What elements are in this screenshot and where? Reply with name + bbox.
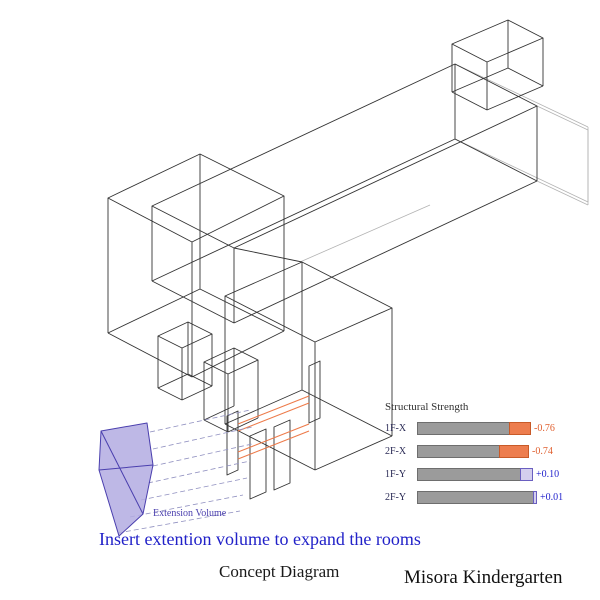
- chart-row-bar: [417, 468, 533, 481]
- building-wireframe: [107, 19, 544, 500]
- chart-row-value: +0.01: [540, 492, 564, 503]
- bar-base-segment: [417, 491, 533, 504]
- chart-row-bar: [417, 491, 537, 504]
- projection-lines: [117, 409, 253, 534]
- bar-delta-segment: [520, 468, 533, 481]
- ghost-outline: [299, 63, 589, 263]
- caption-text: Insert extention volume to expand the ro…: [99, 529, 421, 549]
- diagram-title: Concept Diagram: [219, 562, 340, 581]
- chart-row-value: -0.74: [532, 446, 553, 457]
- bar-base-segment: [417, 468, 520, 481]
- chart-row-label: 2F-X: [385, 446, 407, 457]
- chart-row-label: 1F-X: [385, 423, 407, 434]
- bar-delta-segment: [499, 445, 529, 458]
- bar-base-segment: [417, 422, 509, 435]
- chart-row: 2F-Y +0.01: [385, 490, 597, 505]
- chart-row-value: -0.76: [534, 423, 555, 434]
- chart-title: Structural Strength: [385, 401, 469, 413]
- project-name: Misora Kindergarten: [404, 567, 563, 588]
- chart-row: 1F-Y +0.10: [385, 467, 597, 482]
- chart-row: 1F-X -0.76: [385, 421, 597, 436]
- strength-chart-rows: 1F-X -0.76 2F-X -0.74 1F-Y +0.10 2F-Y +0.01: [385, 421, 597, 505]
- extension-volume-label: Extension Volume: [153, 508, 227, 519]
- chart-row-value: +0.10: [536, 469, 560, 480]
- accent-beams: [237, 395, 310, 460]
- chart-row-label: 2F-Y: [385, 492, 407, 503]
- bar-base-segment: [417, 445, 499, 458]
- chart-row-bar: [417, 422, 531, 435]
- bar-delta-segment: [509, 422, 531, 435]
- chart-row-bar: [417, 445, 529, 458]
- bar-delta-segment: [533, 491, 537, 504]
- extension-volume-shape: [98, 422, 154, 537]
- chart-row-label: 1F-Y: [385, 469, 407, 480]
- chart-row: 2F-X -0.74: [385, 444, 597, 459]
